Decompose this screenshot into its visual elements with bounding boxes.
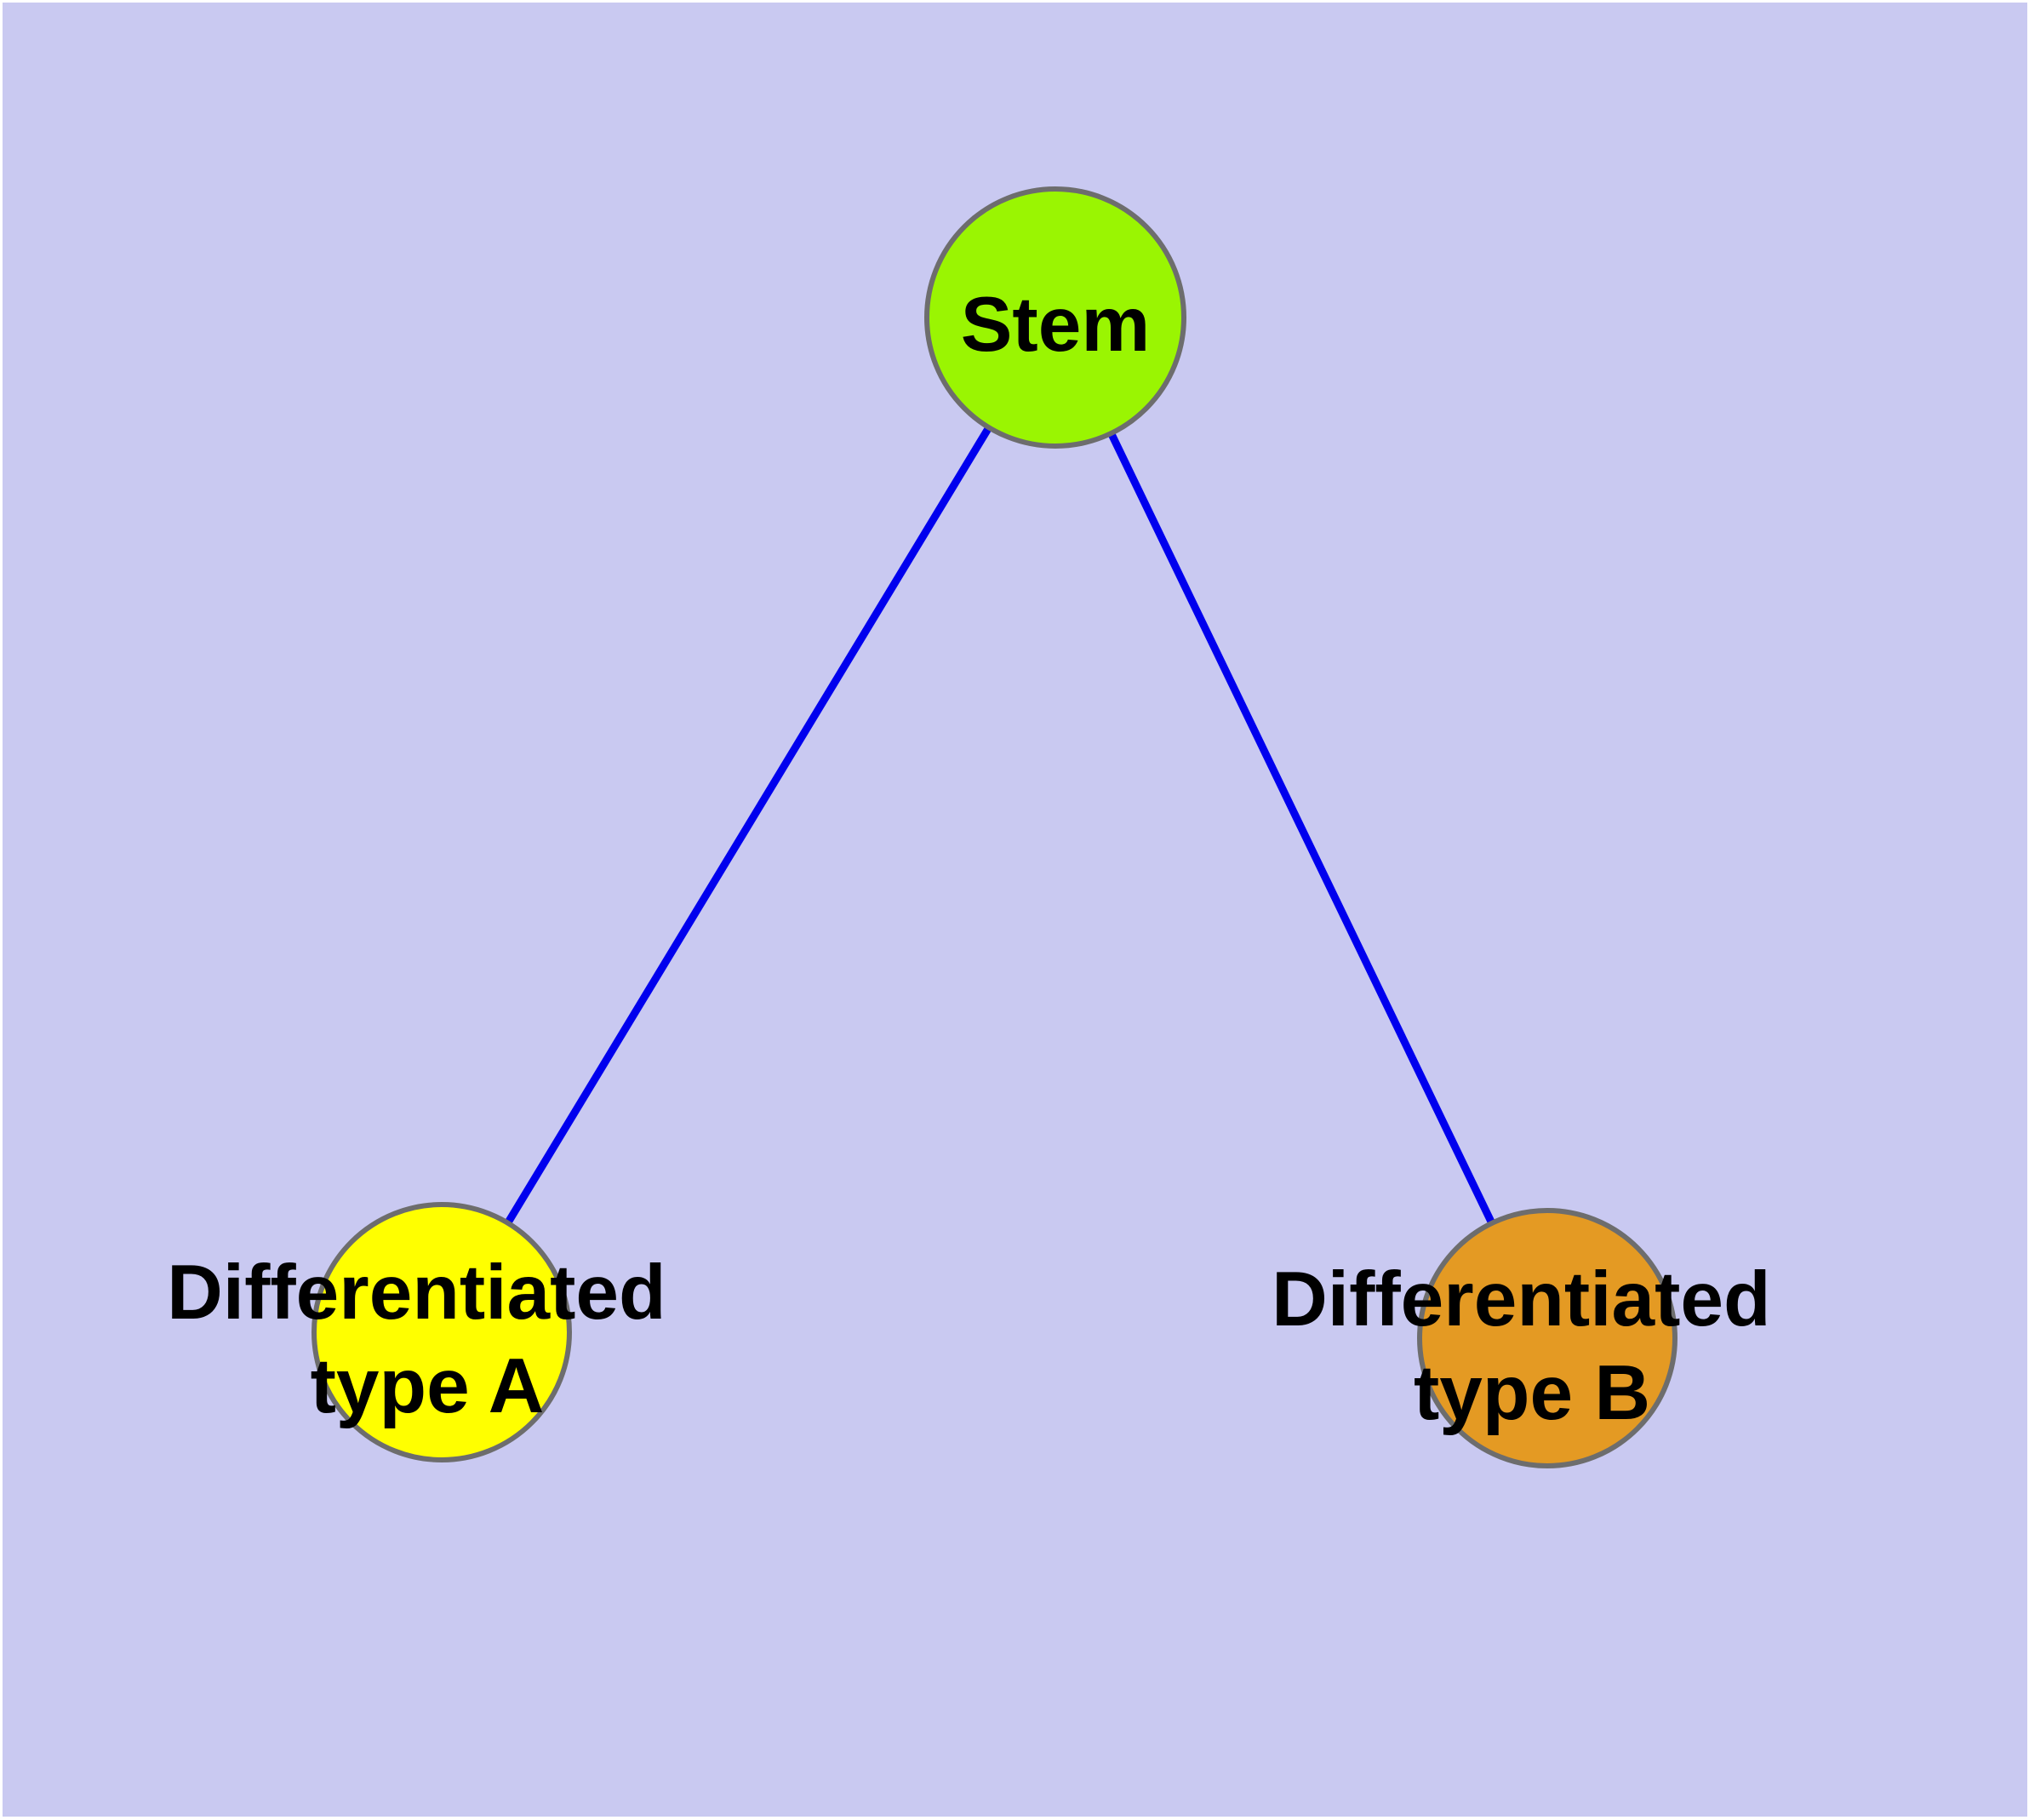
node-label-type-b-line1: Differentiated [1272,1256,1771,1342]
node-label-type-b-line2: type B [1414,1350,1650,1436]
node-label-differentiated-type-a: Differentiated type A [167,1250,688,1429]
node-label-type-a-line1: Differentiated [167,1250,666,1336]
node-stem [924,186,1186,449]
node-label-differentiated-type-b: Differentiated type B [1272,1256,1792,1436]
edge-stem-to-type-a [438,315,1059,1335]
edge-stem-to-type-b [1051,316,1552,1340]
node-label-type-a-line2: type A [311,1343,545,1429]
node-label-stem: Stem [961,282,1151,368]
node-differentiated-type-b [1417,1208,1677,1468]
node-differentiated-type-a [311,1202,572,1462]
node-label-stem-line1: Stem [961,282,1151,368]
